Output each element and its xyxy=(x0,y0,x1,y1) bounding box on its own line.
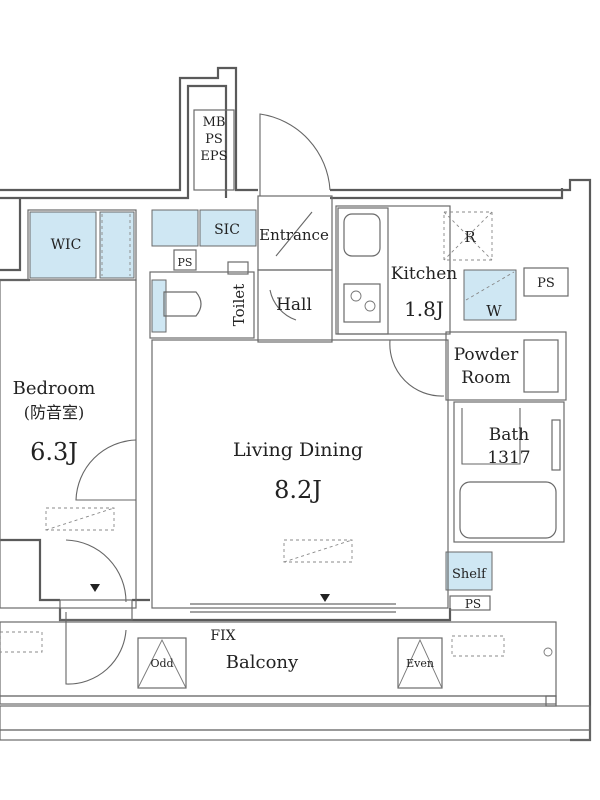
ps-label-1: PS xyxy=(178,256,193,269)
bedroom-label: Bedroom xyxy=(13,378,96,399)
fix-label: FIX xyxy=(210,628,235,644)
bathtub xyxy=(459,481,557,539)
wic-area xyxy=(29,211,97,279)
even-marker xyxy=(397,637,443,689)
bath-size: 1317 xyxy=(487,448,530,468)
wic-label: WIC xyxy=(51,237,82,253)
odd-marker xyxy=(137,637,187,689)
kitchen-label: Kitchen xyxy=(391,264,457,284)
powder-room-label-1: Powder xyxy=(454,345,519,365)
powder-room-label-2: Room xyxy=(461,368,510,388)
sic-label: SIC xyxy=(214,222,240,238)
stove xyxy=(343,283,381,323)
ps-label-shaft: PS xyxy=(205,132,223,147)
ps-box-2 xyxy=(523,267,569,297)
toilet-fixture xyxy=(163,291,202,317)
mb-shaft xyxy=(193,109,235,191)
living-dining-size: 8.2J xyxy=(274,476,322,504)
kitchen-size: 1.8J xyxy=(404,297,444,321)
bedroom-note: (防音室) xyxy=(24,403,85,422)
fridge-space xyxy=(443,211,493,261)
hall-area xyxy=(257,269,333,343)
toilet-label: Toilet xyxy=(230,284,248,326)
entry-arrow-icon xyxy=(90,584,100,592)
entrance-label: Entrance xyxy=(259,226,329,244)
room-labels: MB PS EPS WIC SIC PS Entrance Hall Toile… xyxy=(13,115,555,673)
washer-space xyxy=(463,269,517,321)
bath-label: Bath xyxy=(489,425,529,445)
vanity xyxy=(523,339,559,393)
ps-label-2: PS xyxy=(537,276,555,291)
window-arrow-icon xyxy=(320,594,330,602)
ps-box-3 xyxy=(449,595,491,611)
washer-label: W xyxy=(486,302,502,320)
living-dining-area xyxy=(151,339,449,609)
balcony-label: Balcony xyxy=(226,652,299,673)
odd-label: Odd xyxy=(150,657,173,670)
even-label: Even xyxy=(406,657,434,670)
mb-label: MB xyxy=(203,115,226,130)
bedroom-area xyxy=(0,279,137,609)
sink xyxy=(343,213,381,257)
eps-label: EPS xyxy=(200,149,227,164)
ps-box-1 xyxy=(173,249,197,271)
shelf-label: Shelf xyxy=(452,567,487,582)
fridge-label: R xyxy=(464,228,476,246)
bedroom-size: 6.3J xyxy=(30,438,78,466)
sic-area xyxy=(199,209,257,247)
shelf-area xyxy=(445,551,493,591)
interior-walls xyxy=(0,113,569,689)
ps-label-3: PS xyxy=(465,597,481,611)
living-dining-label: Living Dining xyxy=(233,439,363,461)
structural-walls xyxy=(0,66,592,742)
hall-label: Hall xyxy=(276,295,312,315)
